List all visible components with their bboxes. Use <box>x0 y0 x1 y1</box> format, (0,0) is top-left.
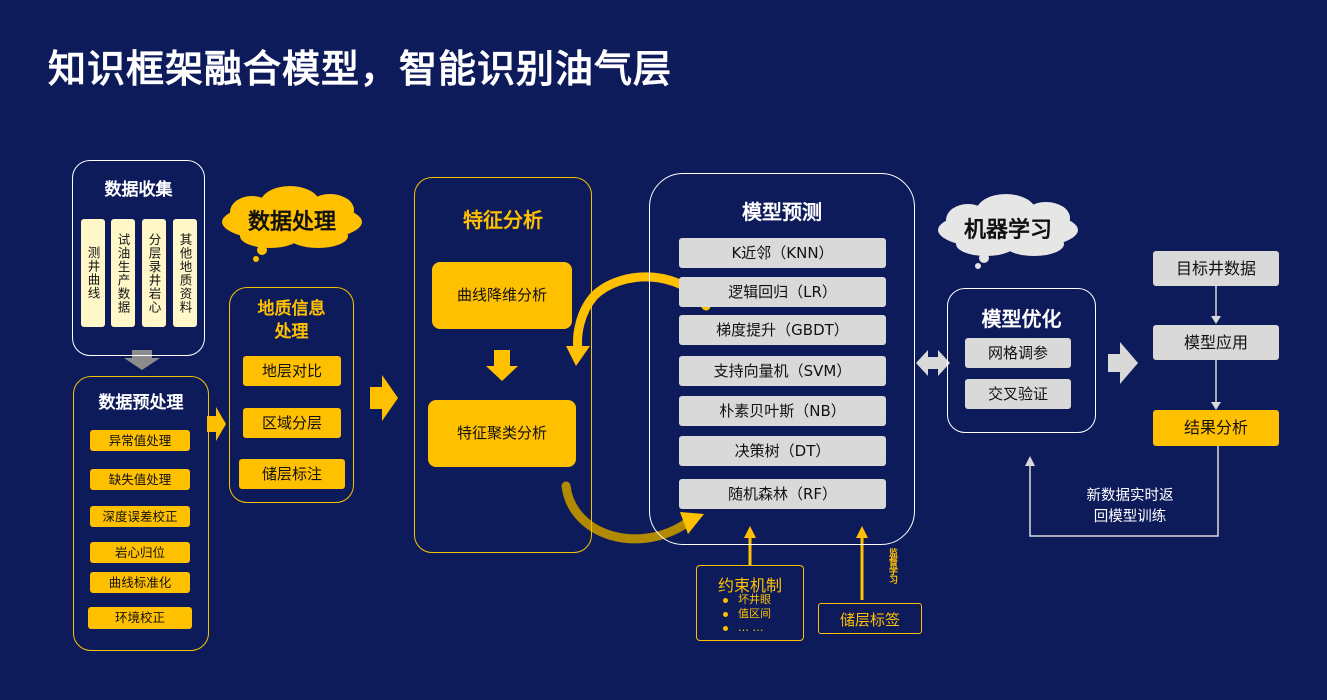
model-application: 模型应用 <box>1153 325 1279 360</box>
geo-item: 区域分层 <box>243 408 341 438</box>
collect-item: 测井曲线 <box>81 219 105 327</box>
preprocess-right-arrow <box>207 407 226 441</box>
model-item: K近邻（KNN） <box>679 238 886 268</box>
cloud-shape-ml <box>938 194 1078 269</box>
constraint-panel: 约束机制 坏井眼 值区间 … … <box>696 565 804 641</box>
model-item: 随机森林（RF） <box>679 479 886 509</box>
model-title: 模型预测 <box>742 200 822 224</box>
supervised-label: 监督学习 <box>887 548 897 584</box>
bullet-icon <box>723 625 728 631</box>
geo-right-arrow <box>370 375 398 421</box>
optimize-item: 交叉验证 <box>965 379 1071 409</box>
preprocess-item: 环境校正 <box>88 607 192 629</box>
collect-title: 数据收集 <box>104 180 173 200</box>
collect-item: 其他地质资料 <box>173 219 197 327</box>
feedback-loop <box>1029 446 1219 537</box>
bullet-icon <box>723 597 728 603</box>
preprocess-item: 曲线标准化 <box>90 572 190 593</box>
geo-item: 地层对比 <box>243 356 341 386</box>
model-item: 梯度提升（GBDT） <box>679 315 886 345</box>
preprocess-item: 缺失值处理 <box>90 469 190 490</box>
feedback-label: 新数据实时返回模型训练 <box>1086 488 1174 525</box>
constraint-title: 约束机制 <box>717 576 782 595</box>
cloud-data-label: 数据处理 <box>247 210 336 235</box>
feature-panel: 特征分析 曲线降维分析 特征聚类分析 <box>414 177 592 553</box>
constraint-item: … … <box>723 621 764 635</box>
preprocess-item: 岩心归位 <box>90 542 190 563</box>
optimize-panel: 模型优化 网格调参 交叉验证 <box>947 288 1096 433</box>
constraint-item-label: … … <box>738 621 764 634</box>
preprocess-panel: 数据预处理 异常值处理 缺失值处理 深度误差校正 岩心归位 曲线标准化 环境校正 <box>73 376 209 651</box>
double-arrow <box>916 350 950 376</box>
geo-title: 地质信息处理 <box>257 299 326 342</box>
preprocess-item: 异常值处理 <box>90 430 190 451</box>
constraint-item-label: 坏井眼 <box>738 593 771 606</box>
cloud-shape-data <box>222 186 362 262</box>
reservoir-label-text: 储层标签 <box>839 611 900 629</box>
feature-item: 曲线降维分析 <box>432 262 572 329</box>
model-item: 逻辑回归（LR） <box>679 277 886 307</box>
constraint-item: 值区间 <box>723 607 771 621</box>
result-analysis: 结果分析 <box>1153 410 1279 446</box>
feature-down-arrow <box>486 350 518 381</box>
reservoir-label-box: 储层标签 <box>818 603 922 634</box>
preprocess-title: 数据预处理 <box>98 393 184 413</box>
model-item: 朴素贝叶斯（NB） <box>679 396 886 426</box>
preprocess-item: 深度误差校正 <box>90 506 190 527</box>
collect-panel: 数据收集 测井曲线 试油生产数据 分层录井岩心 其他地质资料 <box>72 160 205 356</box>
model-item: 决策树（DT） <box>679 436 886 466</box>
model-item: 支持向量机（SVM） <box>679 356 886 386</box>
geo-panel: 地质信息处理 地层对比 区域分层 储层标注 <box>229 287 354 503</box>
collect-item: 试油生产数据 <box>111 219 135 327</box>
page-title: 知识框架融合模型，智能识别油气层 <box>48 47 673 91</box>
feature-title: 特征分析 <box>463 208 543 232</box>
collect-item: 分层录井岩心 <box>142 219 166 327</box>
target-well-data: 目标井数据 <box>1153 251 1279 286</box>
optimize-title: 模型优化 <box>981 307 1062 331</box>
optimize-right-arrow <box>1108 342 1138 384</box>
cloud-ml-label: 机器学习 <box>963 218 1052 243</box>
geo-item: 储层标注 <box>239 459 345 489</box>
constraint-item-label: 值区间 <box>738 607 771 620</box>
constraint-item: 坏井眼 <box>723 593 771 607</box>
feature-item: 特征聚类分析 <box>428 400 576 467</box>
model-panel: 模型预测 K近邻（KNN） 逻辑回归（LR） 梯度提升（GBDT） 支持向量机（… <box>649 173 915 545</box>
optimize-item: 网格调参 <box>965 338 1071 368</box>
bullet-icon <box>723 611 728 617</box>
